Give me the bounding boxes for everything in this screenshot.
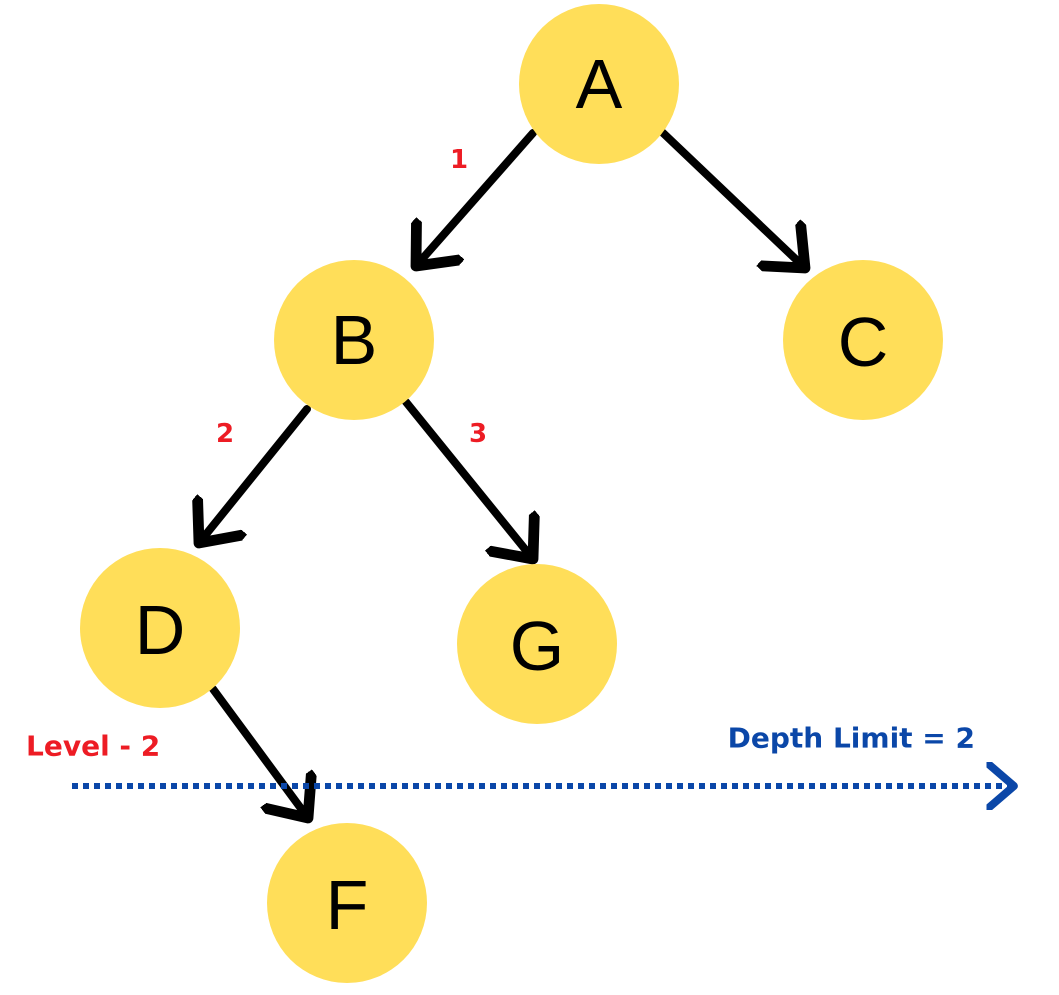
node-c: C [783,260,943,420]
node-f-circle [267,823,427,983]
edge-b-to-g [402,398,533,559]
node-d-label: D [135,591,186,669]
level-label: Level - 2 [26,730,160,763]
node-g-circle [457,564,617,724]
node-f: F [267,823,427,983]
node-g-label: G [510,607,564,685]
order-label-1: 1 [450,145,468,175]
node-g: G [457,564,617,724]
node-b: B [274,260,434,420]
edge-a-to-c [657,127,805,268]
edges [199,127,805,818]
node-b-label: B [331,301,378,379]
node-d: D [80,548,240,708]
depth-limit-label: Depth Limit = 2 [728,722,975,755]
node-c-label: C [838,303,889,381]
edge-d-to-f [209,685,308,818]
order-label-3: 3 [469,419,487,449]
order-label-2: 2 [216,419,234,449]
node-b-circle [274,260,434,420]
node-a: A [519,4,679,164]
edge-b-to-d [199,405,311,543]
edge-a-to-b [416,129,537,266]
node-a-circle [519,4,679,164]
node-c-circle [783,260,943,420]
node-d-circle [80,548,240,708]
node-f-label: F [326,866,369,944]
node-a-label: A [576,45,623,123]
